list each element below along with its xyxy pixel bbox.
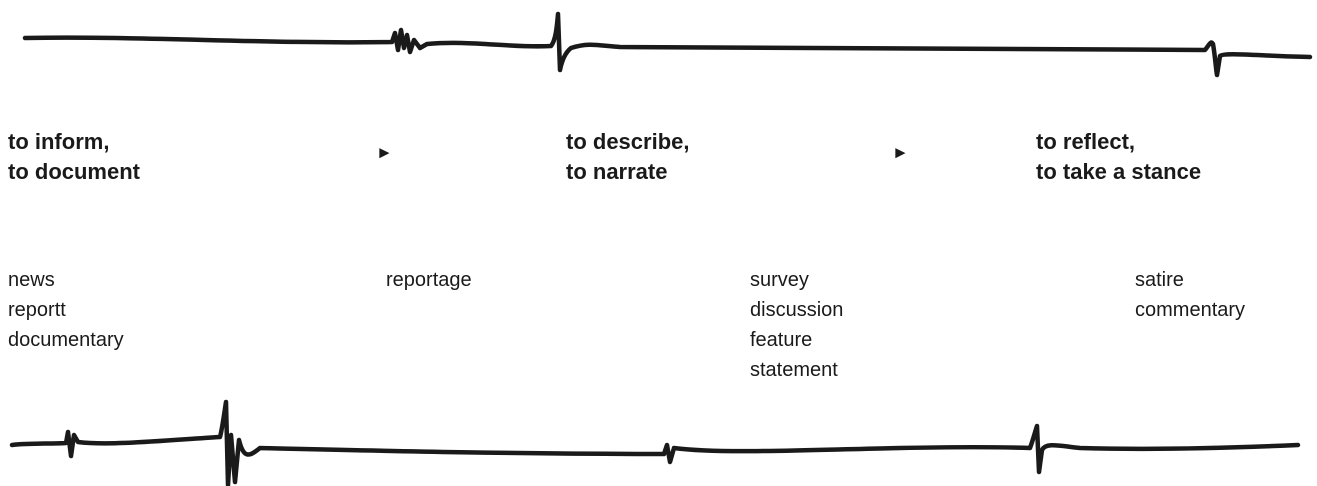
stage-heading-describe: to describe, to narrate — [566, 127, 689, 187]
top-scribble-line — [22, 11, 1313, 78]
stage-heading-inform: to inform, to document — [8, 127, 140, 187]
example-item: satire — [1135, 269, 1184, 291]
arrow-right-icon: ► — [376, 143, 393, 162]
heading-line: to reflect, — [1036, 129, 1136, 154]
examples-reportage: reportage — [386, 265, 472, 295]
example-item: survey — [750, 269, 809, 291]
example-item: statement — [750, 359, 838, 381]
examples-describe: survey discussion feature statement — [750, 265, 843, 385]
examples-inform: news reportt documentary — [8, 265, 124, 355]
example-item: discussion — [750, 299, 844, 321]
examples-reflect: satire commentary — [1135, 265, 1245, 325]
arrow-right-icon: ► — [892, 143, 909, 162]
bottom-scribble-line — [9, 399, 1301, 486]
heading-line: to describe, — [566, 129, 690, 154]
example-item: reportage — [386, 269, 472, 291]
heading-line: to narrate — [566, 159, 668, 184]
example-item: reportt — [8, 299, 66, 321]
heading-line: to document — [8, 159, 140, 184]
heading-line: to take a stance — [1036, 159, 1202, 184]
heading-line: to inform, — [8, 129, 110, 154]
example-item: news — [8, 269, 55, 291]
example-item: commentary — [1135, 299, 1246, 321]
example-item: documentary — [8, 329, 124, 351]
example-item: feature — [750, 329, 813, 351]
stage-heading-reflect: to reflect, to take a stance — [1036, 127, 1201, 187]
